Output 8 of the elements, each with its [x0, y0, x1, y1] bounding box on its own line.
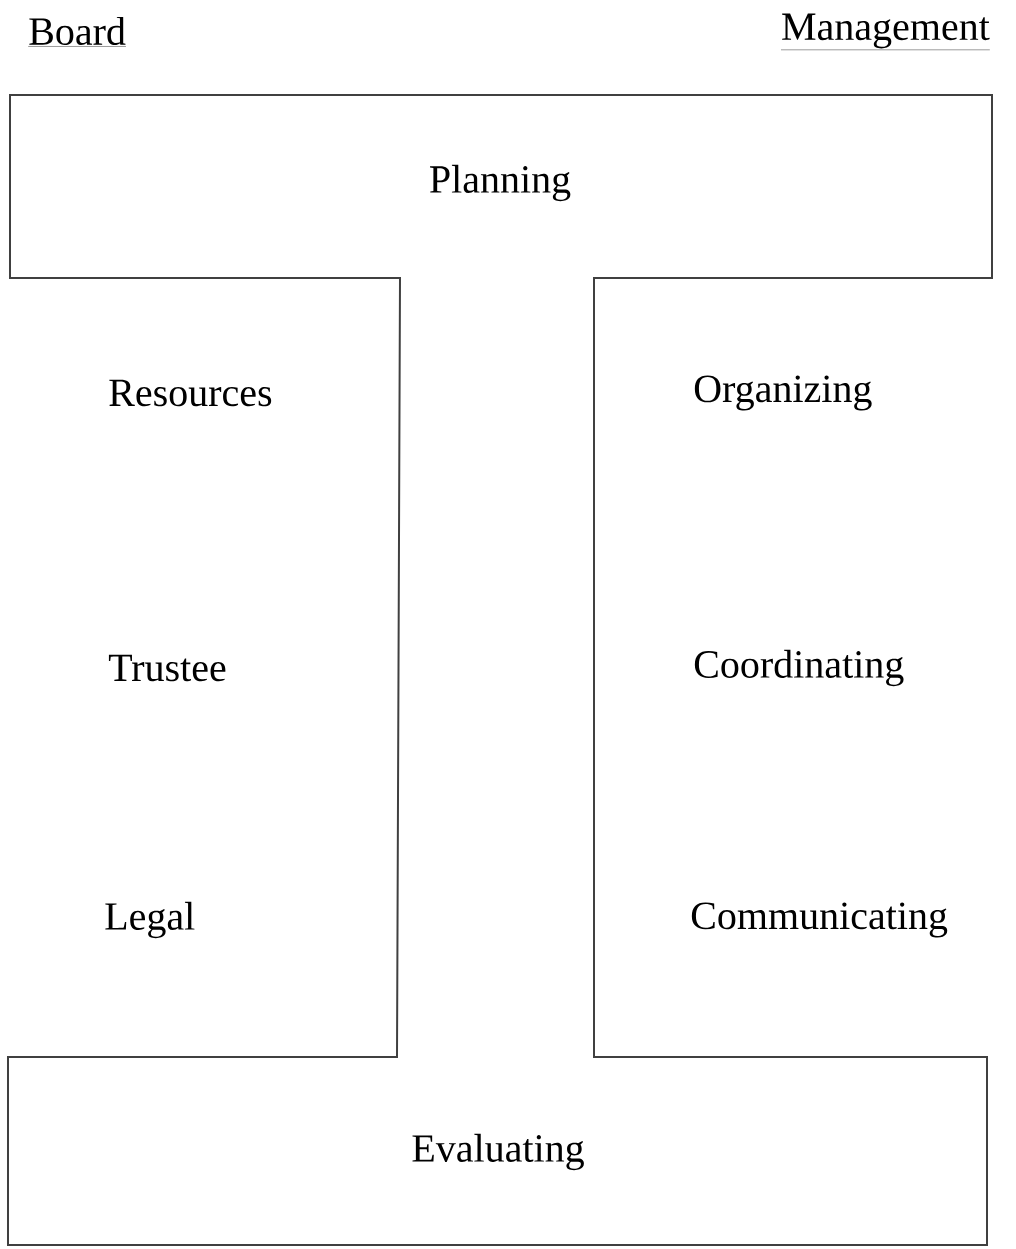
board-role: Legal: [105, 901, 195, 939]
management-function: Organizing: [694, 375, 872, 411]
management-function: Communicating: [691, 902, 948, 938]
board-role: Trustee: [108, 654, 226, 682]
column-heading: Management: [780, 13, 990, 50]
management-function: Coordinating: [694, 649, 904, 687]
column-heading: Board: [28, 16, 127, 47]
board-role: Resources: [109, 379, 272, 407]
